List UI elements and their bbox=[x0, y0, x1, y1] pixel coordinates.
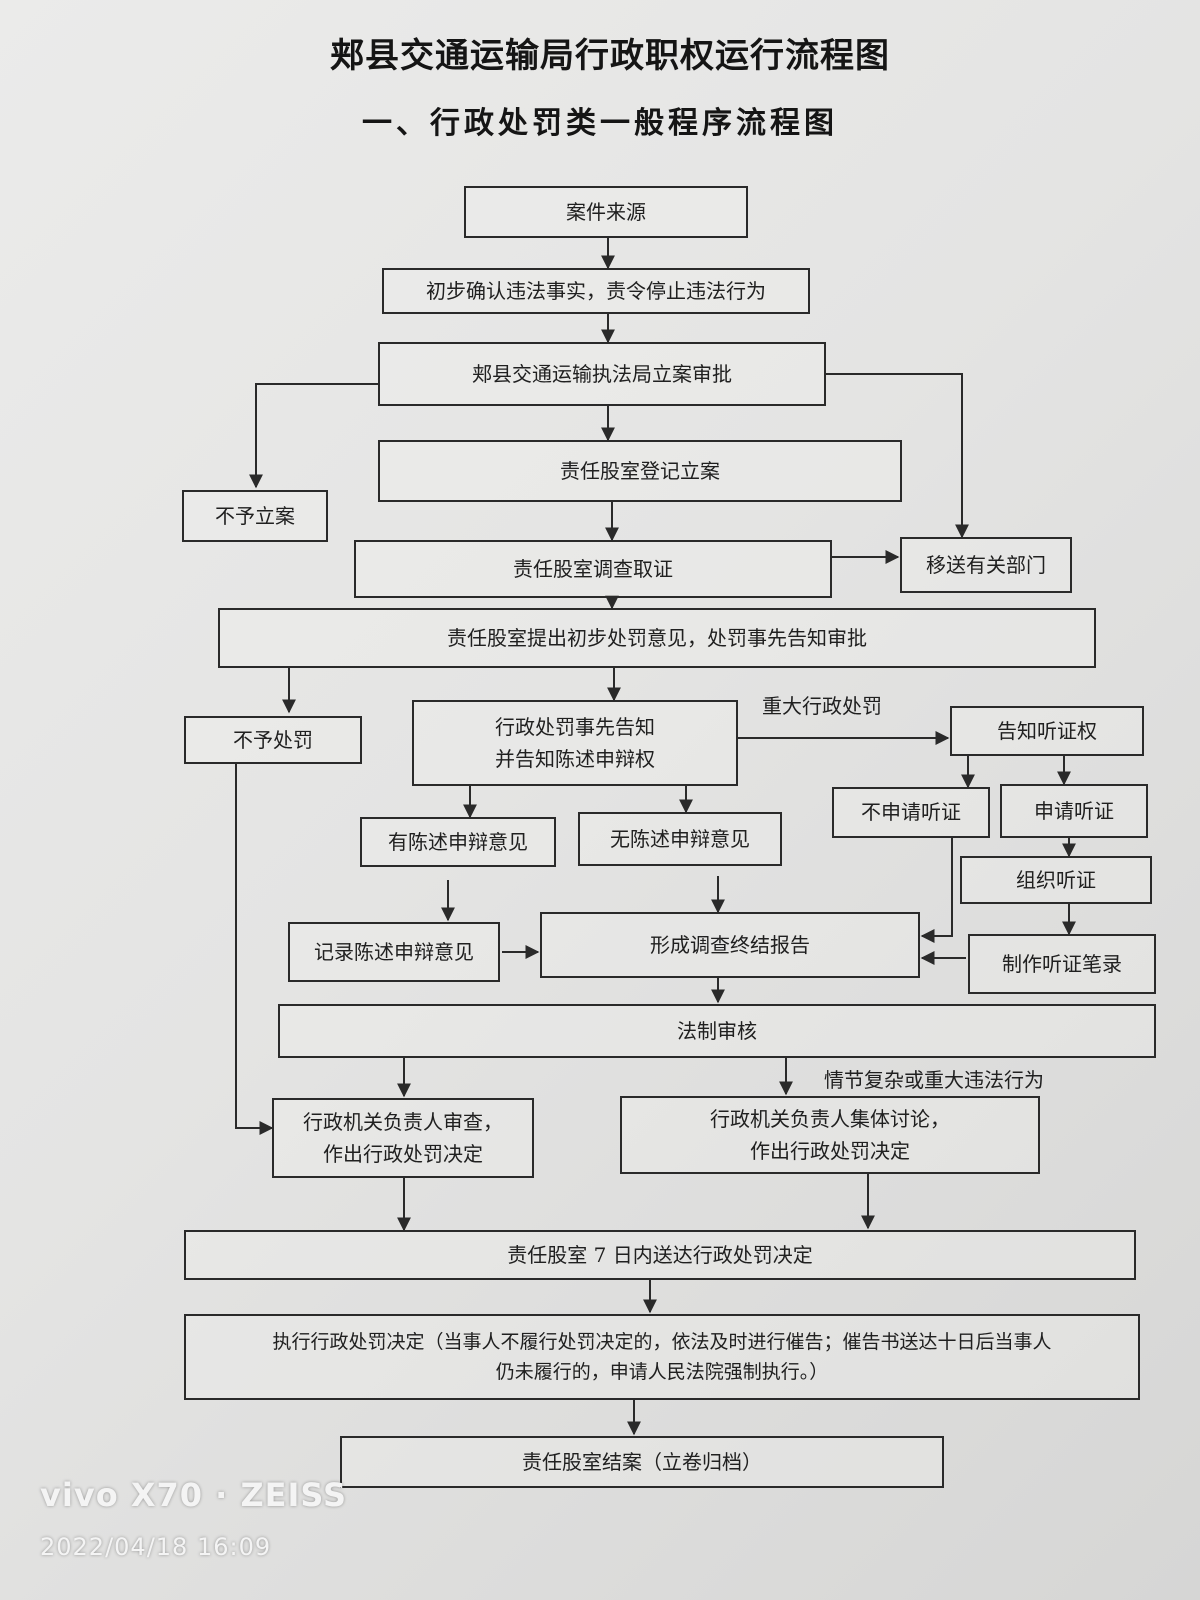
node-hearing-record: 制作听证笔录 bbox=[968, 934, 1156, 994]
node-case-source: 案件来源 bbox=[464, 186, 748, 238]
node-no-hearing-request: 不申请听证 bbox=[832, 787, 990, 838]
node-request-hearing: 申请听证 bbox=[1000, 784, 1148, 838]
document-subtitle: 一、行政处罚类一般程序流程图 bbox=[0, 98, 1200, 142]
edge-approval-to-transfer bbox=[826, 373, 969, 539]
node-no-penalty: 不予处罚 bbox=[184, 716, 362, 764]
subtitle-prefix: 一、 bbox=[362, 106, 430, 141]
node-notify-hearing: 告知听证权 bbox=[950, 706, 1144, 756]
node-filing-approval: 郏县交通运输执法局立案审批 bbox=[378, 342, 826, 406]
label-complex-case: 情节复杂或重大违法行为 bbox=[824, 1068, 1044, 1092]
node-legal-review: 法制审核 bbox=[278, 1004, 1156, 1058]
label-major-penalty: 重大行政处罚 bbox=[762, 694, 882, 718]
node-execute-decision: 执行行政处罚决定（当事人不履行处罚决定的，依法及时进行催告；催告书送达十日后当事… bbox=[184, 1314, 1140, 1400]
node-record-defense: 记录陈述申辩意见 bbox=[288, 922, 500, 982]
node-no-defense: 无陈述申辩意见 bbox=[578, 812, 782, 866]
node-has-defense: 有陈述申辩意见 bbox=[360, 817, 556, 867]
node-head-review: 行政机关负责人审查， 作出行政处罚决定 bbox=[272, 1098, 534, 1178]
node-collective-discussion: 行政机关负责人集体讨论， 作出行政处罚决定 bbox=[620, 1096, 1040, 1174]
edge-approval-to-no-filing bbox=[249, 383, 378, 489]
document-title: 郏县交通运输局行政职权运行流程图 bbox=[330, 36, 890, 76]
node-prior-notice: 行政处罚事先告知 并告知陈述申辩权 bbox=[412, 700, 738, 786]
node-final-report: 形成调查终结报告 bbox=[540, 912, 920, 978]
capture-timestamp: 2022/04/18 16:09 bbox=[40, 1533, 272, 1561]
node-close-case: 责任股室结案（立卷归档） bbox=[340, 1436, 944, 1488]
node-no-filing: 不予立案 bbox=[182, 490, 328, 542]
node-deliver-decision: 责任股室 7 日内送达行政处罚决定 bbox=[184, 1230, 1136, 1280]
node-investigate: 责任股室调查取证 bbox=[354, 540, 832, 598]
camera-watermark: vivo X70 · ZEISS bbox=[40, 1476, 348, 1514]
node-register-case: 责任股室登记立案 bbox=[378, 440, 902, 502]
edge-no-penalty-to-head-review bbox=[235, 764, 274, 1135]
subtitle-text: 行政处罚类一般程序流程图 bbox=[430, 106, 838, 141]
node-preliminary-confirm: 初步确认违法事实，责令停止违法行为 bbox=[382, 268, 810, 314]
edge-no-request-to-report bbox=[920, 838, 953, 943]
node-preliminary-opinion: 责任股室提出初步处罚意见，处罚事先告知审批 bbox=[218, 608, 1096, 668]
node-transfer: 移送有关部门 bbox=[900, 537, 1072, 593]
node-organize-hearing: 组织听证 bbox=[960, 856, 1152, 904]
